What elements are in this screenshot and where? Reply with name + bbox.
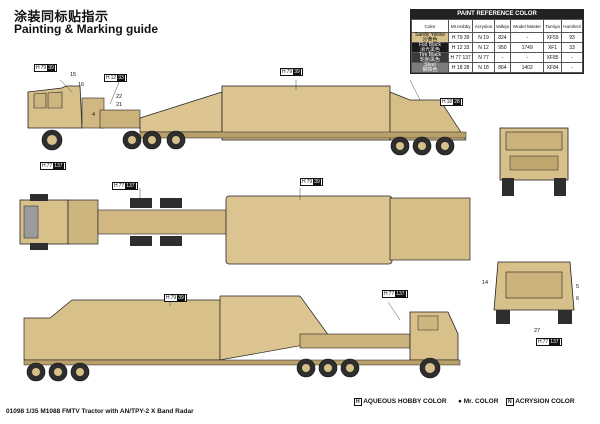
part-number: 22 [116,94,123,100]
paint-table-header: PAINT REFERENCE COLOR [411,10,583,19]
legend-n: N ACRYSION COLOR [506,398,575,406]
page-title-cn: 涂装同标贴指示 [14,9,109,24]
leader-lines [59,79,421,321]
color-name-cn: 沙黄色 [422,36,438,43]
paint-cell: 1402 [510,62,545,73]
page-title-en: Painting & Marking guide [14,22,159,36]
part-number: 5 [576,284,580,290]
color-name: Tire Black [418,52,442,58]
footer-caption: 01098 1/35 M1088 FMTV Tractor with AN/TP… [6,408,194,415]
part-number: 21 [116,102,123,108]
legend-h: H AQUEOUS HOBBY COLOR [354,398,447,406]
legend-h-icon: H [354,398,362,406]
paint-cell: H 18 28 [447,62,474,73]
part-number: 15 [70,72,77,78]
color-name: Steel [424,62,436,68]
part-number: 27 [534,328,541,334]
color-name-cn: 轮胎黑色 [419,56,440,63]
part-number: 6 [576,296,580,302]
paint-cell: - [560,62,584,73]
color-name-cn: 消光黑色 [419,46,440,53]
part-number: 4 [92,112,96,118]
front-view [499,127,569,196]
color-name: Sandy Yellow [415,32,445,38]
legend-n-icon: N [506,398,514,406]
rear-view [493,261,575,324]
part-number: 16 [78,82,85,88]
side-view-left [27,85,467,156]
paint-reference-table: PAINT REFERENCE COLOR Color Mr.Hobby Acr… [410,9,584,74]
part-number: 14 [482,280,489,286]
legend-mr: ● Mr. COLOR [458,398,499,405]
paint-cell: N 18 [472,62,495,73]
color-name-cn: 钢铁色 [422,66,438,73]
color-name: Flat Black [419,42,441,48]
top-view [19,194,471,265]
side-view-right [23,295,461,382]
legend-mr-dot-icon: ● [458,398,462,405]
